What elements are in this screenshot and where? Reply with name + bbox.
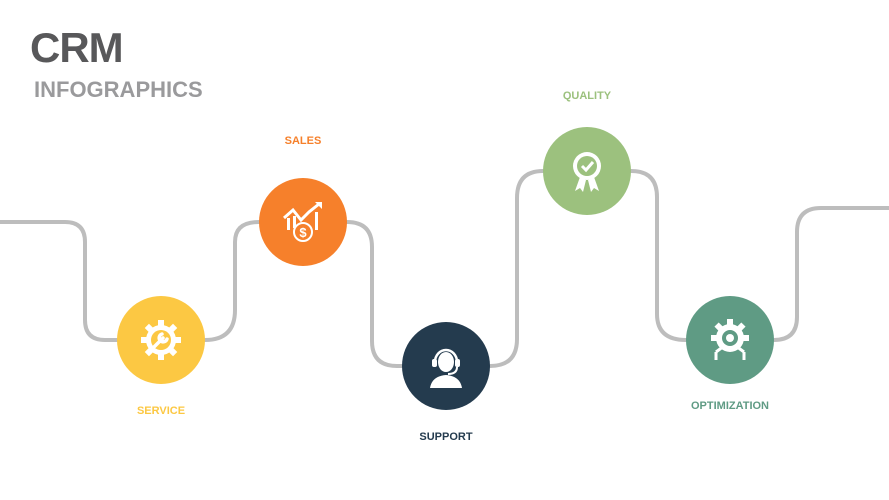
headset-agent-icon: [430, 348, 462, 388]
quality-badge-icon: [573, 152, 601, 192]
quality-node: [543, 127, 631, 215]
step-label-service: SERVICE: [136, 405, 186, 417]
svg-text:$: $: [299, 225, 307, 240]
sales-node: $: [259, 178, 347, 266]
step-label-quality: QUALITY: [562, 90, 612, 102]
optimization-node: [686, 296, 774, 384]
step-label-optimization: OPTIMIZATION: [690, 400, 770, 412]
page-subtitle: INFOGRAPHICS: [34, 77, 203, 102]
step-label-support: SUPPORT: [419, 431, 473, 443]
gear-wrench-icon: [141, 320, 181, 360]
optimization-gear-icon: [711, 319, 749, 360]
page-title: CRM: [30, 24, 124, 71]
step-label-sales: SALES: [284, 135, 322, 147]
service-node: [117, 296, 205, 384]
support-node: [402, 322, 490, 410]
sales-chart-dollar-icon: $: [283, 202, 322, 242]
